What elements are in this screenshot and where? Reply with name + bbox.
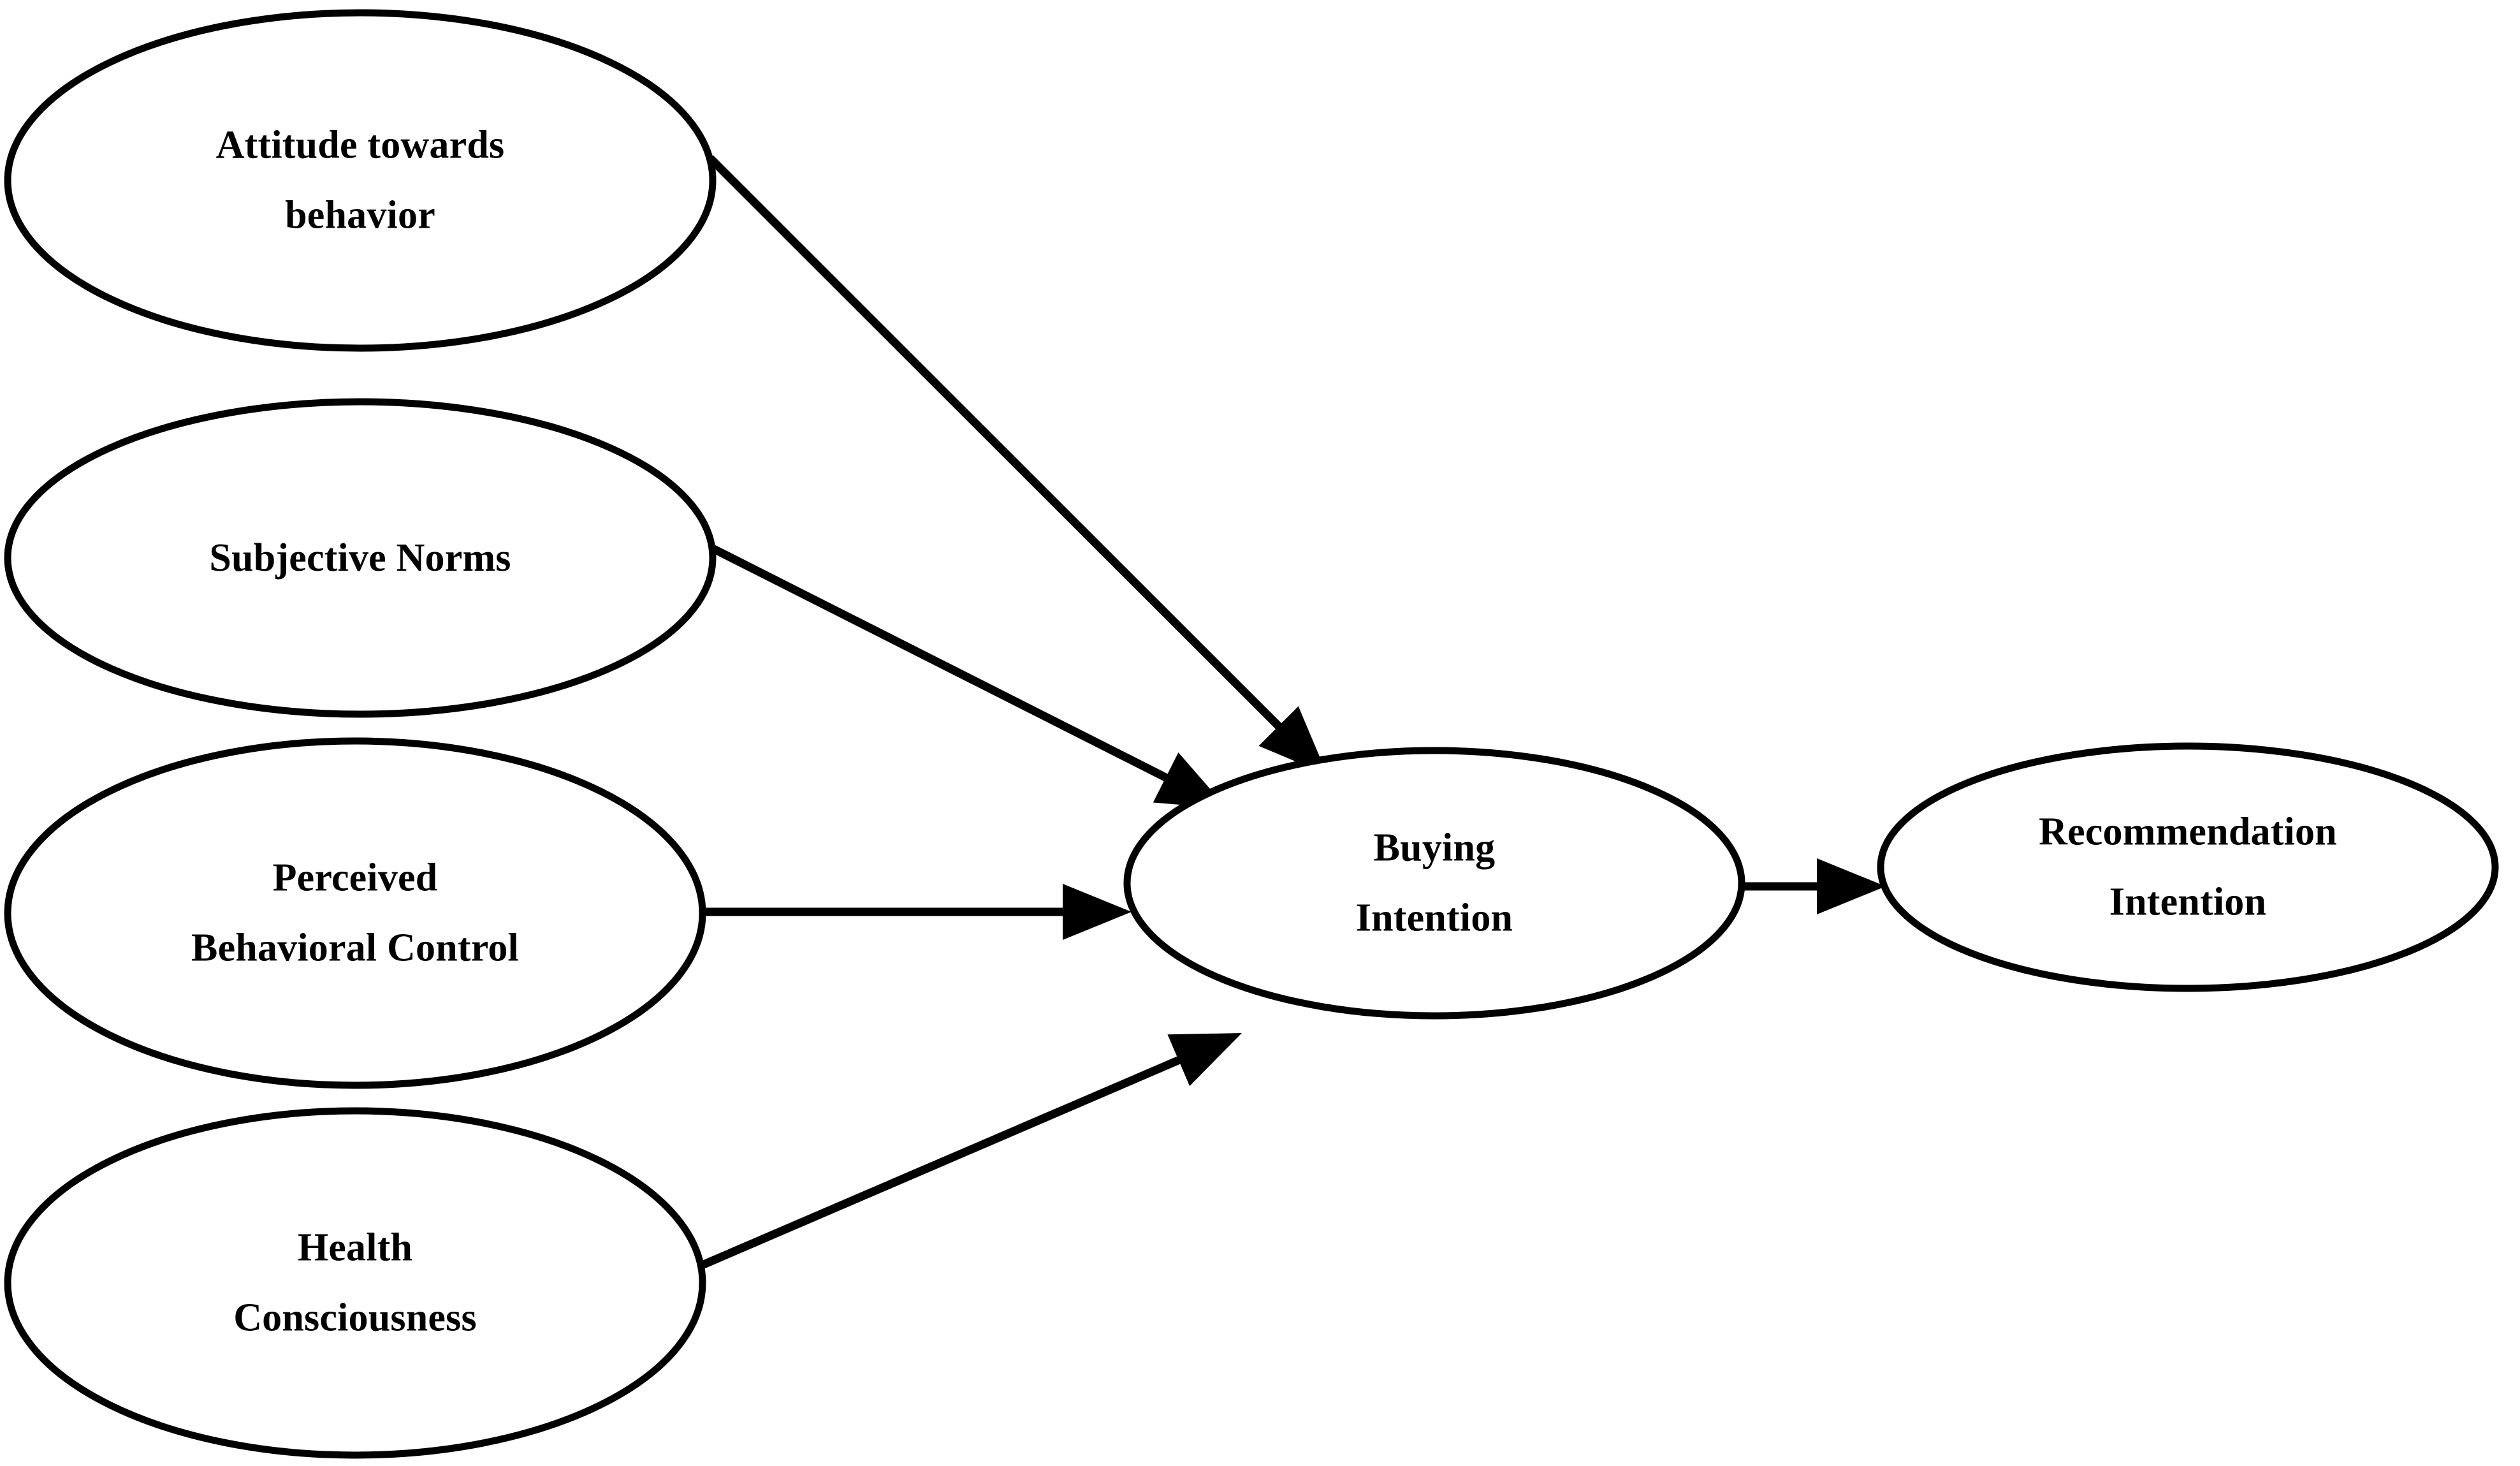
edge-health-to-buying — [694, 1033, 1242, 1272]
edge-shaft — [708, 543, 1178, 787]
node-ellipse-health_consciousness[interactable] — [4, 1107, 706, 1459]
edge-attitude-to-buying — [707, 155, 1327, 775]
edge-shaft — [707, 155, 1290, 737]
node-ellipse-attitude[interactable] — [4, 9, 717, 352]
node-ellipse-perceived_behavioral_control[interactable] — [4, 737, 706, 1089]
edge-subjective-norms-to-buying — [708, 543, 1227, 809]
arrowhead-icon — [1167, 1033, 1242, 1087]
node-ellipse-buying_intention[interactable] — [1123, 747, 1745, 1020]
edge-buying-to-recommendation — [1738, 858, 1886, 914]
arrowhead-icon — [1258, 706, 1327, 775]
arrowhead-icon — [1063, 884, 1132, 940]
edge-shaft — [694, 1052, 1191, 1272]
nodes-layer — [4, 9, 2499, 1459]
node-ellipse-recommendation_intention[interactable] — [1877, 742, 2499, 992]
node-ellipse-subjective_norms[interactable] — [4, 398, 717, 718]
arrowhead-icon — [1817, 858, 1886, 914]
edge-pbc-to-buying — [695, 884, 1132, 940]
edges-layer — [694, 155, 1886, 1272]
